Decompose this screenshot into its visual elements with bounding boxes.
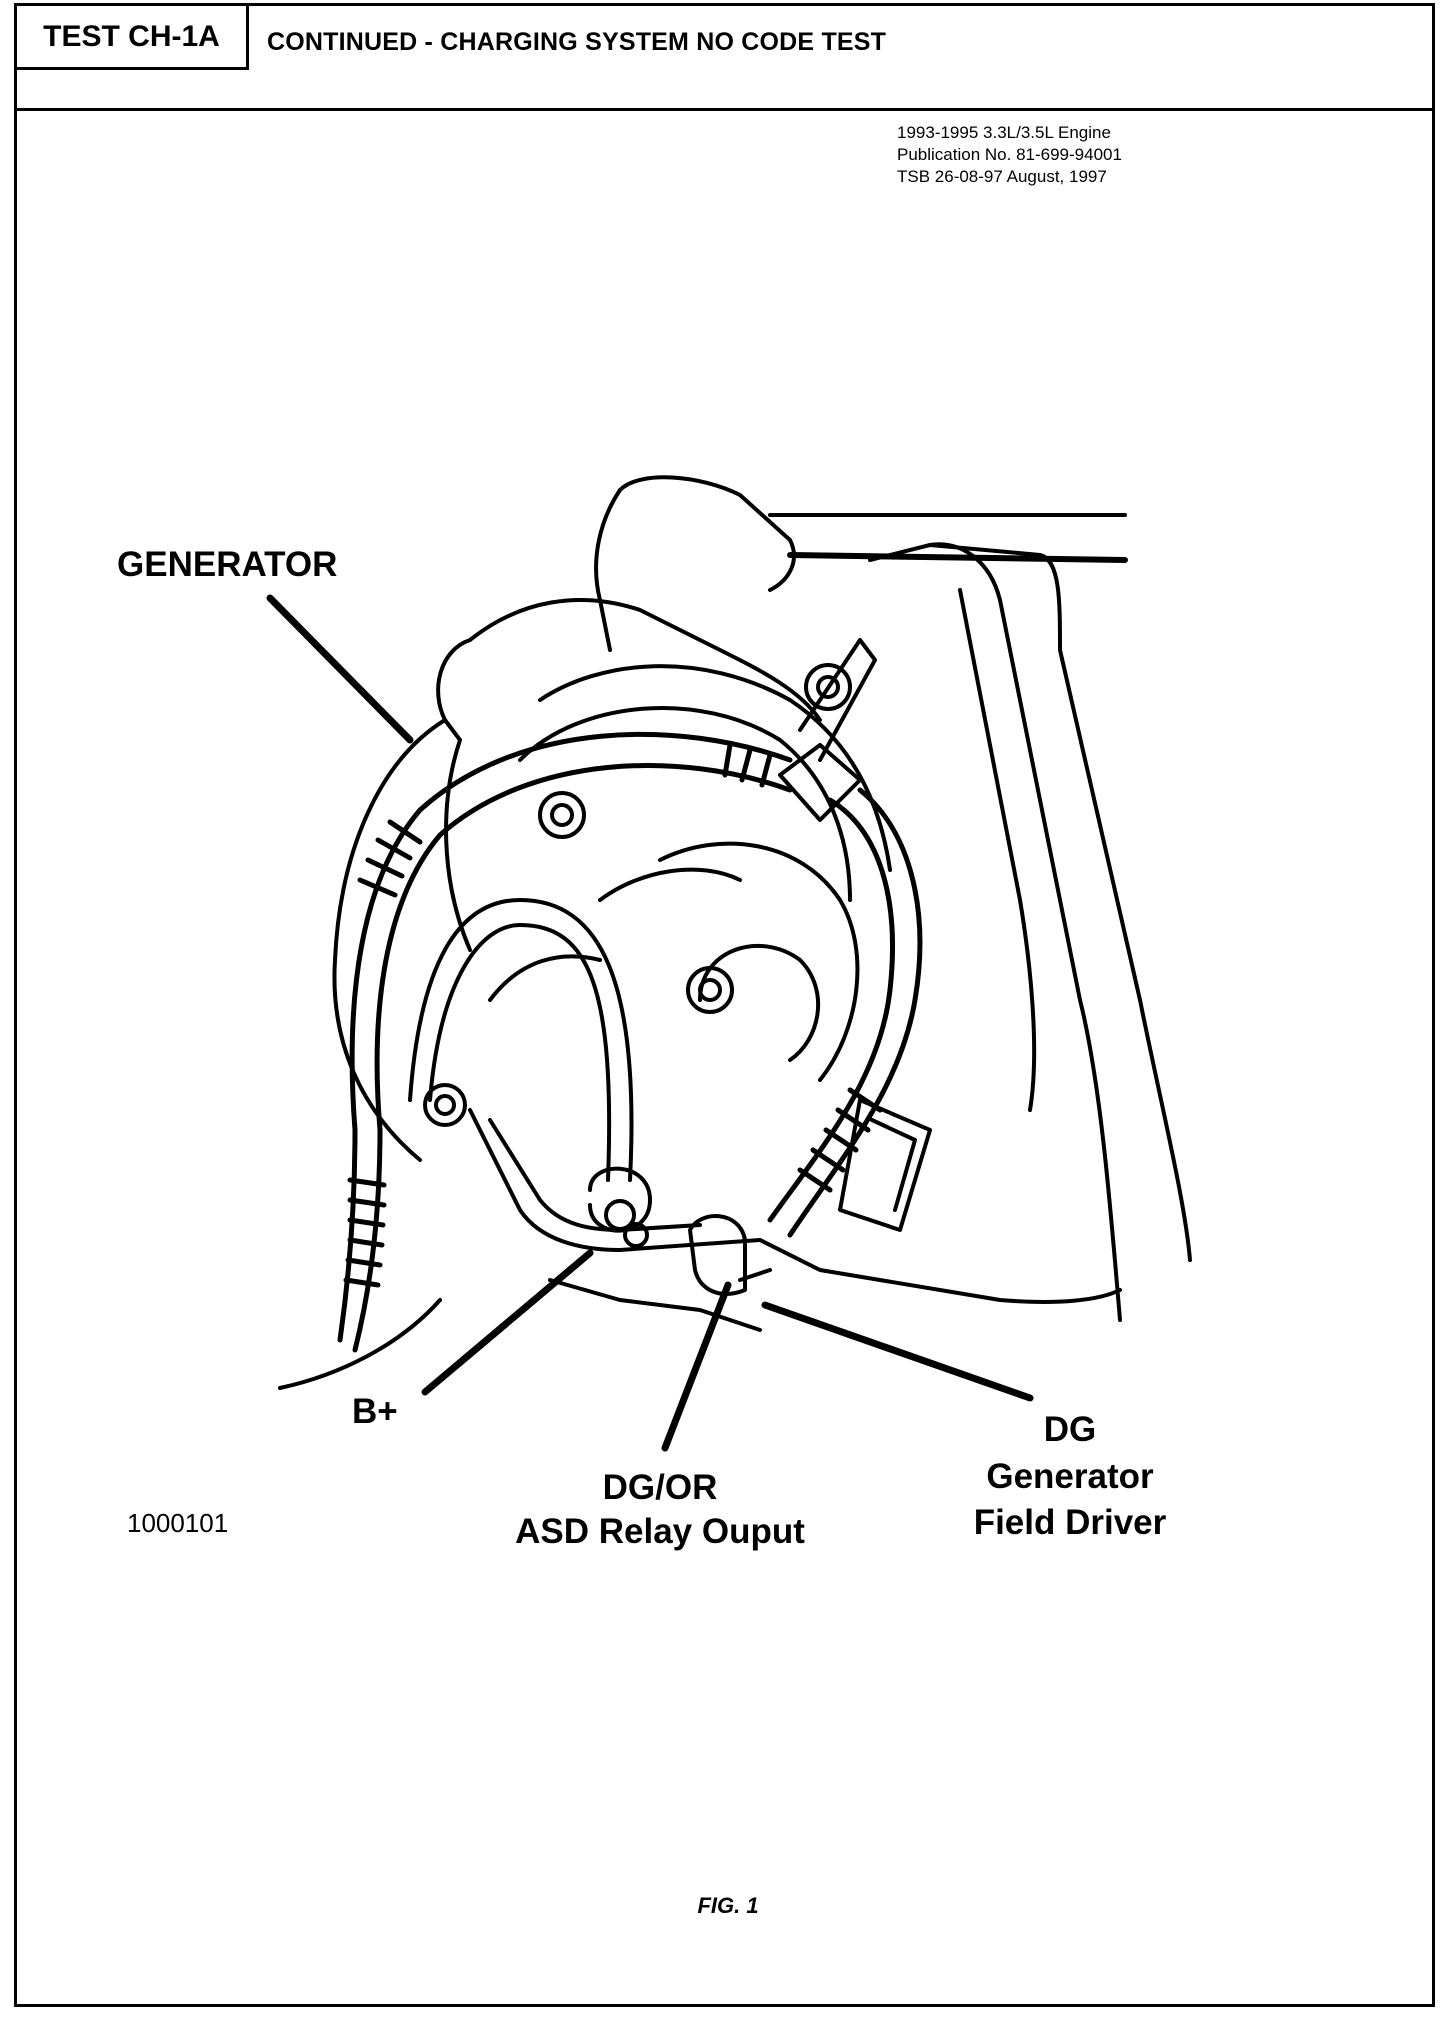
generator-body — [332, 475, 1122, 1332]
leader-b-plus — [421, 1249, 594, 1396]
publication-engine: 1993-1995 3.3L/3.5L Engine — [897, 123, 1111, 142]
cable-connector — [778, 638, 877, 822]
leader-dg — [761, 1301, 1034, 1402]
label-field-driver: Field Driver — [973, 1503, 1167, 1542]
header-title: CONTINUED - CHARGING SYSTEM NO CODE TEST — [267, 28, 887, 56]
label-dg: DG — [1043, 1410, 1097, 1449]
test-id: TEST CH-1A — [17, 6, 249, 70]
label-asd-relay-output: ASD Relay Ouput — [515, 1512, 805, 1551]
page-frame: TEST CH-1A CONTINUED - CHARGING SYSTEM N… — [14, 3, 1435, 2007]
leader-dg-or — [661, 1281, 732, 1452]
header-bar: TEST CH-1A CONTINUED - CHARGING SYSTEM N… — [17, 6, 1432, 111]
publication-number: Publication No. 81-699-94001 — [897, 145, 1122, 164]
figure-caption: FIG. 1 — [697, 1893, 759, 1918]
label-b-plus: B+ — [352, 1392, 398, 1431]
engine-bracket — [768, 513, 1192, 1322]
hose-line — [278, 1298, 442, 1390]
terminals — [588, 1166, 772, 1296]
leader-lines — [266, 594, 1034, 1452]
figure-id: 1000101 — [127, 1508, 229, 1538]
leader-generator — [266, 594, 414, 744]
label-generator: GENERATOR — [117, 545, 338, 584]
label-generator-word: Generator — [986, 1457, 1154, 1496]
jumper-cable — [408, 898, 634, 1182]
main-harness-cable — [337, 731, 923, 1353]
label-dg-or: DG/OR — [602, 1468, 718, 1507]
publication-info: 1993-1995 3.3L/3.5L Engine Publication N… — [897, 122, 1122, 188]
field-connector — [838, 1098, 932, 1232]
publication-tsb: TSB 26-08-97 August, 1997 — [897, 167, 1107, 186]
mounting-nuts — [423, 663, 852, 1127]
